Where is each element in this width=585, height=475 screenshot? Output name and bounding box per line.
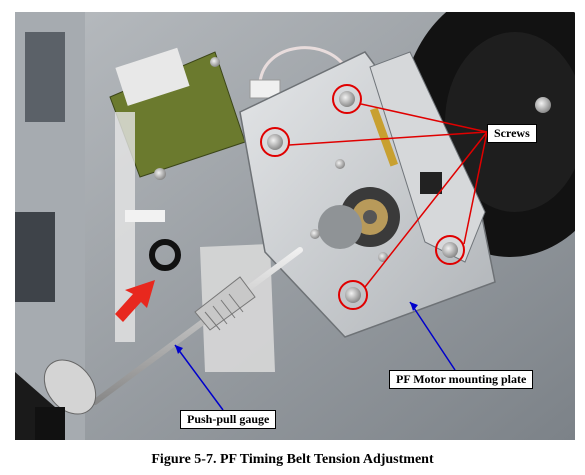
push-direction-arrow [115,280,155,322]
screw-highlight [332,84,362,114]
screw-highlight [260,127,290,157]
push-pull-gauge-label: Push-pull gauge [180,410,277,429]
figure-photo [15,12,575,440]
photo-illustration [15,12,575,440]
screws-label: Screws [487,124,537,143]
screw-highlight [435,235,465,265]
gauge-pointer-line [174,344,224,411]
pf-motor-plate-label: PF Motor mounting plate [389,370,534,389]
screw-highlight [338,280,368,310]
screws-pointer-lines [288,103,488,288]
figure-caption: Figure 5-7. PF Timing Belt Tension Adjus… [151,452,434,467]
plate-pointer-line [409,301,456,371]
push-pull-gauge-illustration [15,247,303,440]
